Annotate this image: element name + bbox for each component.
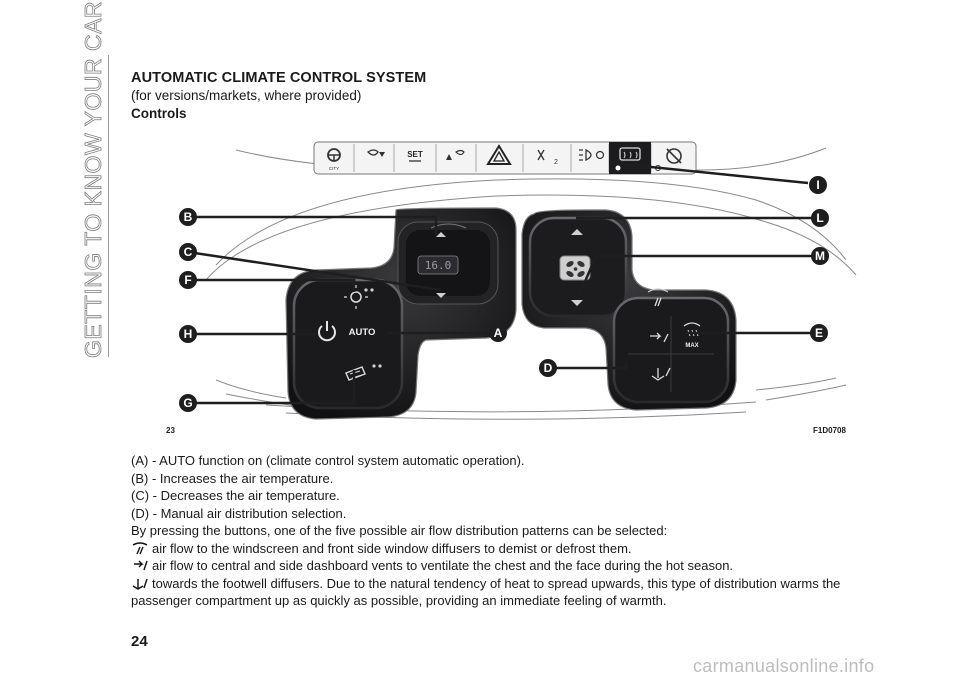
power-off-button[interactable]: [318, 321, 336, 342]
recirculation-button[interactable]: [344, 285, 368, 309]
callout-badges: B C F H G A D E I L M: [179, 176, 829, 412]
callout-e: E: [810, 324, 828, 342]
auto-button[interactable]: AUTO: [349, 327, 376, 338]
svg-text:G: G: [183, 396, 192, 410]
city-label: CITY: [329, 166, 339, 171]
svg-text:H: H: [184, 327, 193, 341]
mode-vents-line: air flow to central and side dashboard v…: [131, 557, 861, 575]
svg-text:M: M: [815, 249, 825, 263]
item-c: (C) - Decreases the air temperature.: [131, 488, 340, 503]
fan-speed-up-button[interactable]: [571, 229, 583, 235]
figure-code: F1D0708: [813, 426, 846, 435]
top-button-panel: CITY SET 2: [313, 141, 697, 175]
windscreen-airflow-icon: [132, 541, 148, 554]
face-vents-button[interactable]: [650, 332, 669, 343]
svg-text:I: I: [816, 178, 819, 192]
svg-text:B: B: [184, 210, 193, 224]
distribution-intro: By pressing the buttons, one of the five…: [131, 523, 668, 538]
item-d: (D) - Manual air distribution selection.: [131, 505, 347, 521]
climate-control-figure: CITY SET 2: [179, 141, 857, 420]
temperature-up-button[interactable]: [430, 223, 467, 237]
chapter-title: GETTING TO KNOW YOUR CAR: [80, 0, 107, 359]
page-number: 24: [131, 633, 148, 650]
svg-text:A: A: [494, 326, 503, 340]
face-airflow-icon: [134, 560, 148, 571]
temperature-down-button[interactable]: [436, 293, 446, 298]
section-heading: Controls: [131, 106, 187, 121]
fan-speed-down-button[interactable]: [571, 300, 583, 306]
city-steering-button[interactable]: CITY: [327, 148, 341, 171]
page-title: AUTOMATIC CLIMATE CONTROL SYSTEM: [131, 70, 427, 86]
left-climate-cluster: 16.0 AUTO: [285, 207, 517, 420]
callout-a: A: [489, 324, 507, 342]
max-label: MAX: [685, 343, 698, 349]
svg-text:L: L: [816, 211, 823, 225]
fan-speed-display: [559, 255, 591, 281]
parking-sensors-button[interactable]: 2: [537, 149, 558, 166]
callout-b: B: [179, 208, 197, 226]
mode-feet-line: towards the footwell diffusers. Due to t…: [131, 575, 861, 610]
mode-vents-text: air flow to central and side dashboard v…: [152, 558, 734, 573]
svg-text:F: F: [184, 273, 191, 287]
svg-text:E: E: [815, 326, 823, 340]
headlight-leveling-button[interactable]: [366, 149, 385, 157]
item-a: (A) - AUTO function on (climate control …: [131, 453, 525, 468]
speed-limiter-set-button[interactable]: SET: [407, 150, 423, 162]
callout-h: H: [179, 325, 197, 343]
right-climate-cluster: MAX: [521, 209, 737, 411]
callout-c: C: [179, 243, 197, 261]
item-b: (B) - Increases the air temperature.: [131, 470, 334, 486]
temperature-value: 16.0: [425, 259, 452, 272]
callout-f: F: [179, 271, 197, 289]
set-label: SET: [407, 150, 423, 159]
page-subtitle: (for versions/markets, where provided): [131, 88, 362, 103]
callout-i: I: [809, 176, 827, 194]
svg-text:D: D: [544, 361, 553, 375]
watermark: carmanualsonline.info: [693, 656, 875, 676]
footwell-distribution-button[interactable]: [651, 367, 671, 381]
callout-g: G: [179, 394, 197, 412]
start-stop-off-button[interactable]: [666, 148, 682, 164]
footwell-airflow-icon: [132, 578, 148, 590]
temperature-display: 16.0: [417, 255, 459, 275]
svg-text:2: 2: [554, 159, 558, 166]
callout-m: M: [811, 247, 829, 265]
mode-windscreen-text: air flow to the windscreen and front sid…: [152, 540, 632, 556]
svg-text:C: C: [184, 245, 193, 259]
callout-d: D: [539, 359, 557, 377]
figure-number: 23: [166, 426, 175, 435]
callout-l: L: [811, 209, 829, 227]
auto-label: AUTO: [349, 327, 376, 338]
windscreen-distribution-button[interactable]: [647, 288, 669, 307]
fog-lights-button[interactable]: [579, 148, 605, 162]
mode-windscreen-line: air flow to the windscreen and front sid…: [131, 540, 861, 558]
headlight-adjust-button[interactable]: [446, 149, 465, 161]
sidebar-divider: [108, 55, 109, 357]
body-text: (A) - AUTO function on (climate control …: [131, 452, 861, 610]
callout-lines: [187, 162, 816, 405]
mode-feet-text: towards the footwell diffusers. Due to t…: [131, 575, 841, 609]
hazard-lights-button[interactable]: [486, 144, 512, 165]
rear-defrost-button[interactable]: [609, 142, 651, 174]
